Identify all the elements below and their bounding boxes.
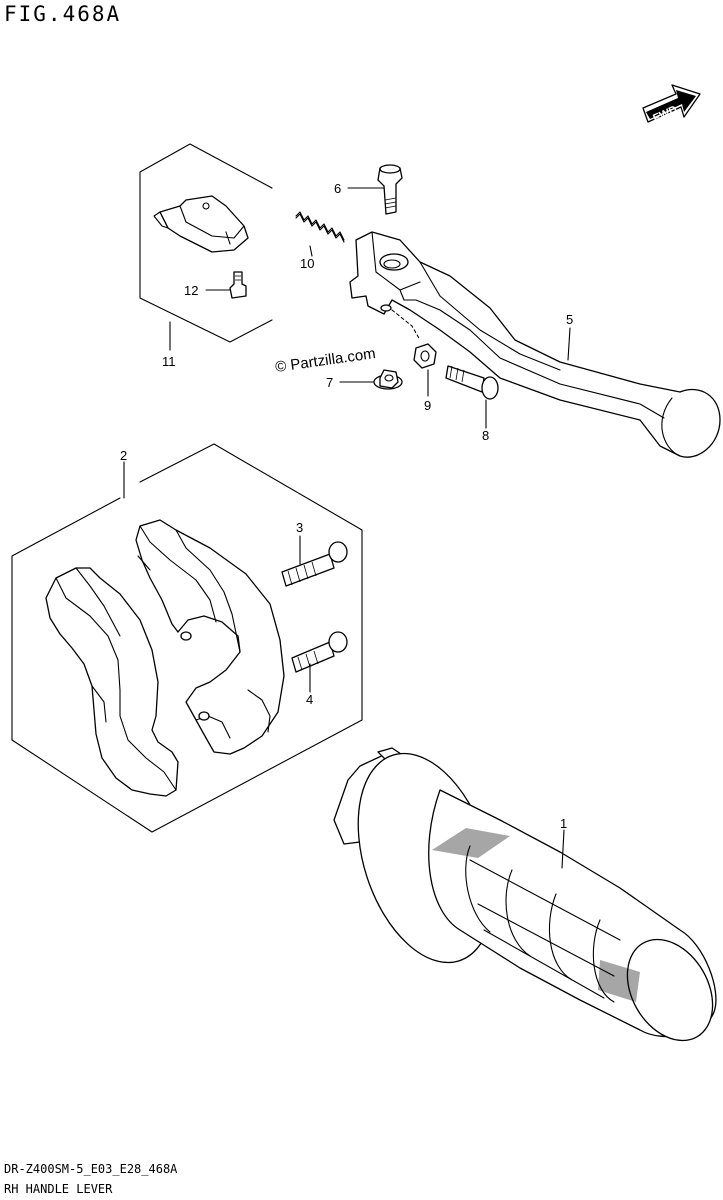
callout-2: 2 — [120, 448, 127, 463]
leader-lines — [123, 187, 571, 869]
callout-12: 12 — [184, 283, 198, 298]
callout-3: 3 — [296, 520, 303, 535]
callout-10: 10 — [300, 256, 314, 271]
washer-nut-part — [373, 369, 403, 390]
brake-lever-part — [349, 231, 721, 458]
spring-part — [295, 211, 345, 243]
holder-upper-part — [135, 519, 285, 755]
callout-9: 9 — [424, 398, 431, 413]
grip-part — [333, 747, 717, 1042]
callout-8: 8 — [482, 428, 489, 443]
screw-lower-part — [291, 631, 348, 673]
callout-6: 6 — [334, 181, 341, 196]
lever-bolt-part — [445, 365, 499, 400]
callout-labels: 1 2 3 4 5 6 7 8 9 10 11 12 — [120, 181, 573, 831]
nut-part — [413, 343, 437, 369]
holder-assembly-box — [11, 443, 363, 833]
switch-assembly-box — [139, 143, 273, 343]
watermark: © Partzilla.com — [274, 345, 376, 376]
callout-4: 4 — [306, 692, 313, 707]
screw-upper-part — [281, 541, 348, 587]
fwd-arrow-icon: FWD — [642, 84, 701, 125]
pivot-bolt-part — [377, 164, 403, 215]
figure-title: FIG.468A — [4, 2, 122, 26]
callout-5: 5 — [566, 312, 573, 327]
footer-title: RH HANDLE LEVER — [4, 1182, 113, 1196]
holder-lower-part — [45, 567, 179, 797]
callout-11: 11 — [162, 354, 176, 369]
callout-1: 1 — [560, 816, 567, 831]
callout-7: 7 — [326, 375, 333, 390]
footer-code: DR-Z400SM-5_E03_E28_468A — [4, 1162, 178, 1176]
